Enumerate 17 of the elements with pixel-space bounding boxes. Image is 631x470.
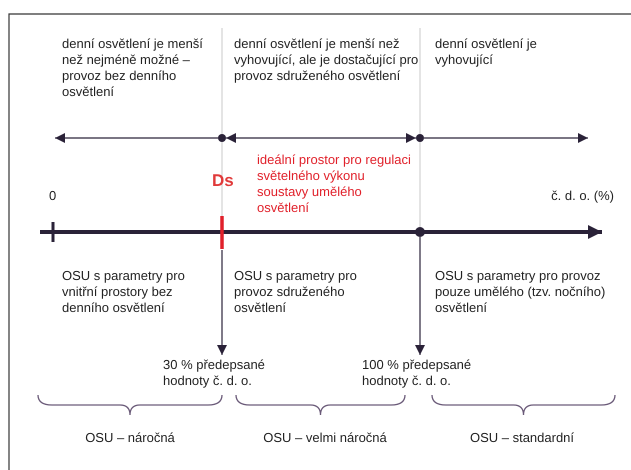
arrow (415, 237, 425, 355)
range-description: denní osvětlení je menší než vyhovující, ale je dostačující pro provoz sdruženého osvětlení (234, 36, 419, 84)
range-description: denní osvětlení je menší než nejméně možné – provoz bez denního osvětlení (62, 36, 204, 100)
category-label: OSU – standardní (468, 430, 576, 446)
system-description: OSU s parametry pro provoz pouze umělého (tzv. nočního) osvětlení (435, 268, 606, 316)
threshold-label: Ds (212, 171, 235, 191)
system-description: OSU s parametry pro vnitřní prostory bez denního osvětlení (62, 268, 186, 316)
system-description: OSU s parametry pro provoz sdruženého osvětlení (234, 268, 358, 316)
threshold-value-label: 100 % předepsané hodnoty č. d. o. (362, 357, 502, 389)
highlight-note: ideální prostor pro regulaci světelného výkonu soustavy umělého osvětlení (257, 152, 412, 216)
category-label: OSU – náročná (84, 430, 176, 446)
axis-origin-label: 0 (49, 188, 58, 204)
range-description: denní osvětlení je vyhovující (435, 36, 538, 68)
arrow (217, 250, 227, 355)
axis-title: č. d. o. (%) (550, 188, 614, 204)
category-label: OSU – velmi náročná (262, 430, 388, 446)
threshold-value-label: 30 % předepsané hodnoty č. d. o. (163, 357, 303, 389)
